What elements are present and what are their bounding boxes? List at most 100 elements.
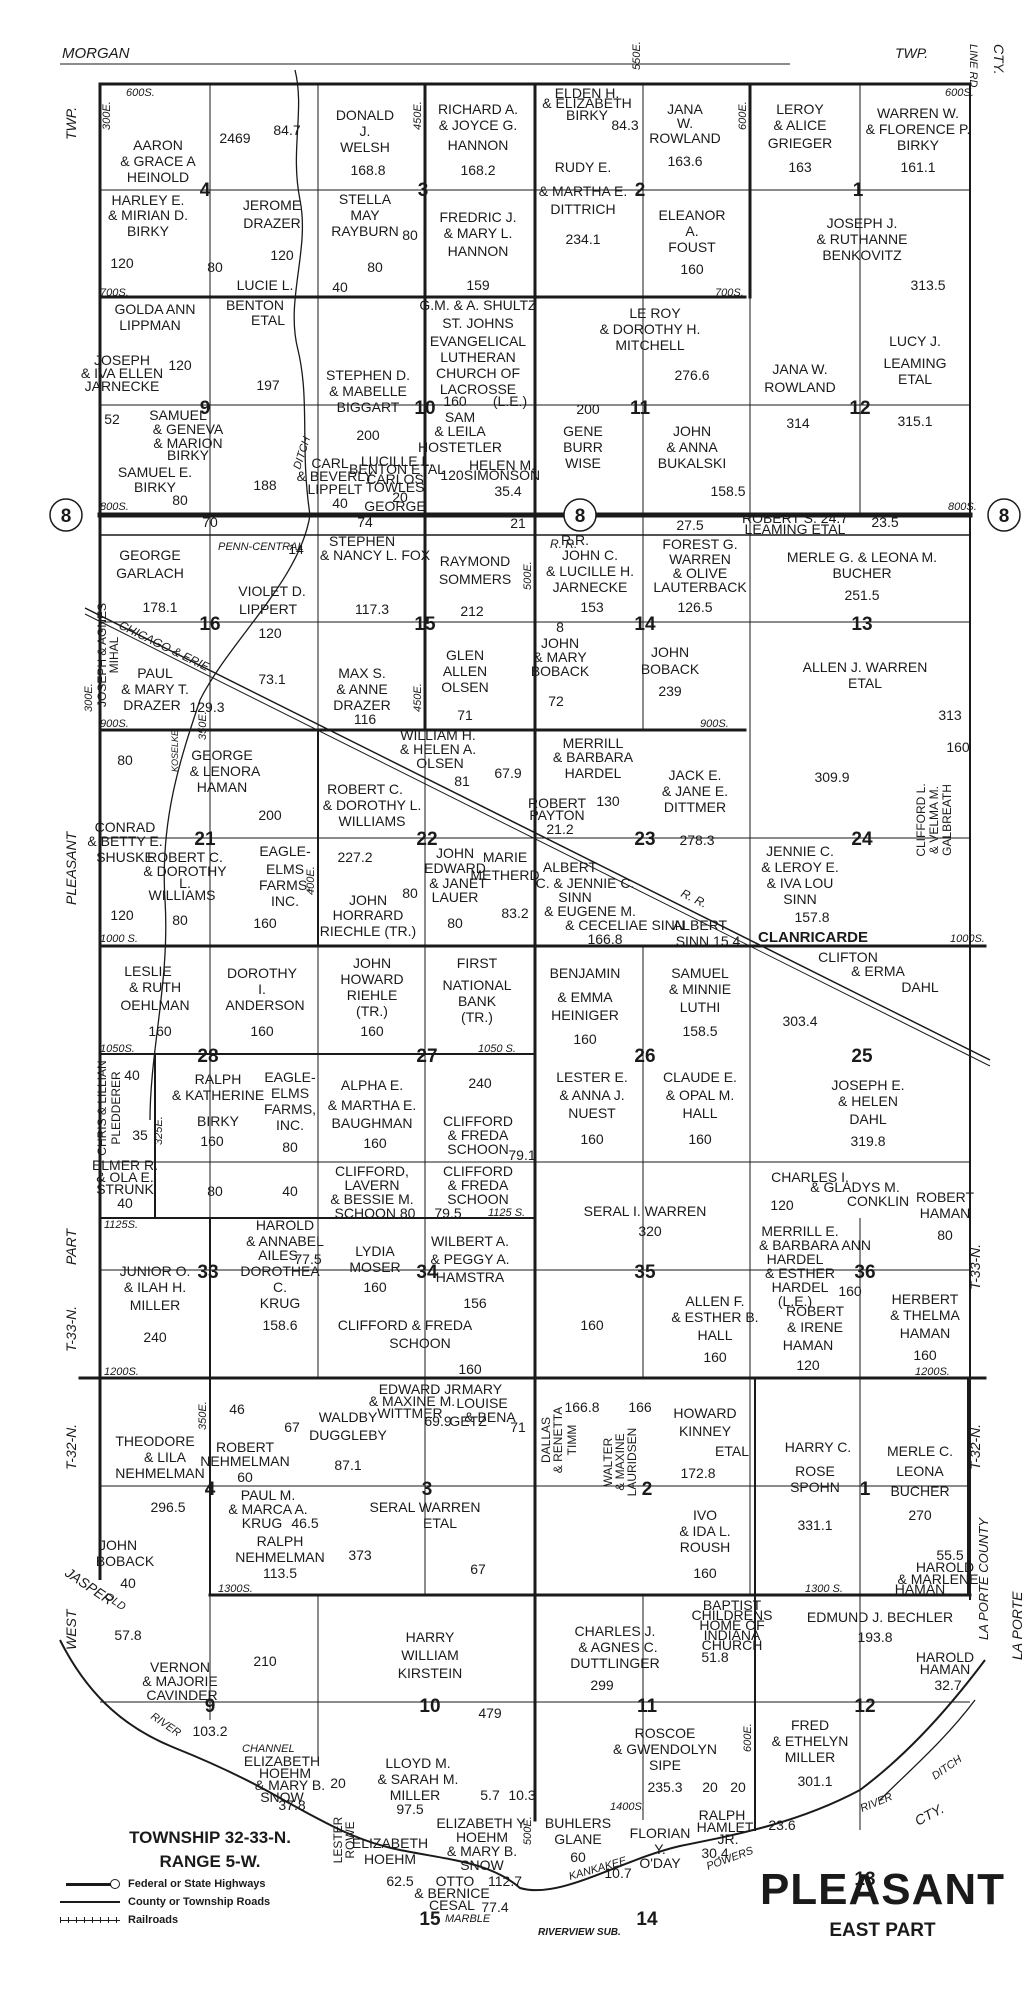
laporte-county-label: LA PORTE COUNTY <box>976 1517 991 1640</box>
parcel-owner: GLEN <box>446 647 484 663</box>
parcel-owner: HOSTETLER <box>418 439 502 455</box>
road-label: 600S. <box>126 87 155 99</box>
parcel-owner: BIGGART <box>337 399 400 415</box>
parcel-owner: BUCHER <box>890 1483 949 1499</box>
parcel-acreage: 157.8 <box>794 909 829 925</box>
legend-range: RANGE 5-W. <box>159 1852 261 1871</box>
parcel-acreage: 117.3 <box>355 601 389 617</box>
parcel-owner: DUGGLEBY <box>309 1427 387 1443</box>
parcel-owner: & LENORA <box>190 763 261 779</box>
parcel-acreage: 40 <box>124 1067 140 1083</box>
parcel-acreage: 10.7 <box>604 1865 631 1881</box>
parcel-acreage: 212 <box>460 603 484 619</box>
parcel-acreage: 120 <box>796 1357 820 1373</box>
parcel-owner: SHUSKE <box>96 849 154 865</box>
parcel-owner: LUCY J. <box>889 333 941 349</box>
parcel-owner: MITCHELL <box>615 337 684 353</box>
road-label: 1000S. <box>950 933 985 945</box>
parcel-acreage: 313 <box>938 707 962 723</box>
parcel-owner: SOMMERS <box>439 571 511 587</box>
parcel-acreage: 46 <box>229 1401 245 1417</box>
parcel-owner: DITTMER <box>664 799 726 815</box>
parcel-acreage: 84.7 <box>273 122 300 138</box>
parcel-owner: ETAL <box>423 1515 457 1531</box>
parcel-acreage: 160 <box>200 1133 224 1149</box>
parcel-owner: L. <box>179 875 191 891</box>
parcel-owner: & IVA LOU <box>767 875 834 891</box>
parcel-acreage: 70 <box>202 514 218 530</box>
parcel-acreage: 46.5 <box>291 1515 318 1531</box>
parcel-owner: MARIE <box>483 849 527 865</box>
parcel-acreage: 160 <box>360 1023 384 1039</box>
parcel-acreage: 315.1 <box>897 413 932 429</box>
parcel-acreage: 160 <box>458 1361 482 1377</box>
parcel-owner: STEPHEN D. <box>326 367 410 383</box>
parcel-owner: & LEILA <box>434 423 486 439</box>
parcel-acreage: 160 <box>443 393 467 409</box>
parcel-owner: HAMAN <box>920 1205 971 1221</box>
section-number: 3 <box>418 180 429 201</box>
parcel-owner: BIRKY <box>897 137 940 153</box>
riverview-label: RIVERVIEW SUB. <box>538 1927 621 1938</box>
parcel-owner: & BERNICE <box>414 1885 489 1901</box>
parcel-acreage: 77.4 <box>481 1899 508 1915</box>
parcel-owner: MILLER <box>785 1749 836 1765</box>
parcel-owner: GEORGE <box>119 547 180 563</box>
parcel-owner: ROWE <box>343 1821 357 1858</box>
parcel-acreage: 20 <box>392 489 408 505</box>
parcel-owner: ROBERT C. <box>147 849 223 865</box>
parcel-acreage: 37.8 <box>278 1797 305 1813</box>
parcel-owner: DALLAS <box>539 1417 553 1463</box>
parcel-acreage: 55.5 <box>936 1547 963 1563</box>
parcel-owner: & LUCILLE H. <box>546 563 634 579</box>
parcel-owner: DAHL <box>901 979 939 995</box>
parcel-owner: INC. <box>271 893 299 909</box>
parcel-owner: A. <box>685 223 698 239</box>
parcel-owner: BOBACK <box>531 663 590 679</box>
parcel-owner: SERAL I. WARREN <box>584 1203 707 1219</box>
parcel-owner: HEINIGER <box>551 1007 619 1023</box>
parcel-acreage: 168.2 <box>460 162 495 178</box>
parcel-owner: FREDRIC J. <box>440 209 517 225</box>
parcel-acreage: 299 <box>590 1677 614 1693</box>
parcel-owner: HARDEL <box>767 1251 824 1267</box>
parcel-owner: & MINNIE <box>669 981 731 997</box>
parcel-owner: & BEVERLY <box>297 468 374 484</box>
parcel-owner: JANA W. <box>772 361 827 377</box>
parcel-owner: NEHMELMAN <box>115 1465 204 1481</box>
parcel-acreage: 160 <box>363 1135 387 1151</box>
parcel-owner: CLIFFORD & FREDA <box>338 1317 473 1333</box>
parcel-owner: & MARLENE <box>898 1571 979 1587</box>
parcel-owner: OLSEN <box>416 755 463 771</box>
parcel-owner: WILLIAMS <box>339 813 406 829</box>
section-number: 3 <box>422 1479 433 1500</box>
parcel-owner: SIMONSON <box>464 467 540 483</box>
section-number: 4 <box>205 1479 216 1500</box>
parcel-acreage: 103.2 <box>192 1723 227 1739</box>
parcel-owner: DOROTHEA <box>240 1263 320 1279</box>
parcel-owner: & HELEN <box>838 1093 898 1109</box>
parcel-owner: MERRILL <box>563 735 624 751</box>
parcel-owner: JARNECKE <box>85 378 160 394</box>
parcel-owner: BIRKY <box>566 107 609 123</box>
parcel-owner: & OPAL M. <box>666 1087 734 1103</box>
parcel-owner: INDIANA <box>704 1627 761 1643</box>
parcel-acreage: 200 <box>576 401 600 417</box>
parcel-owner: ROBERT <box>786 1303 845 1319</box>
parcel-owner: SAMUEL <box>671 965 729 981</box>
parcel-owner: RALPH <box>699 1807 746 1823</box>
parcel-acreage: 80 <box>447 915 463 931</box>
parcel-acreage: 120 <box>168 357 192 373</box>
parcel-owner: DUTTLINGER <box>570 1655 659 1671</box>
road-label: 300E. <box>101 101 113 130</box>
parcel-owner: MILLER <box>130 1297 181 1313</box>
parcel-acreage: 80 <box>402 885 418 901</box>
parcel-owner: ROWLAND <box>764 379 836 395</box>
parcel-owner: SINN <box>558 889 591 905</box>
road-label: 1200S. <box>104 1366 139 1378</box>
parcel-owner: HAROLD <box>916 1649 974 1665</box>
title-block: PLEASANT EAST PART <box>745 1868 1020 1942</box>
parcel-owner: LIPPELT <box>308 481 363 497</box>
parcel-owner: HAMAN <box>920 1661 971 1677</box>
cty-bottom-label: CTY. <box>912 1800 947 1828</box>
